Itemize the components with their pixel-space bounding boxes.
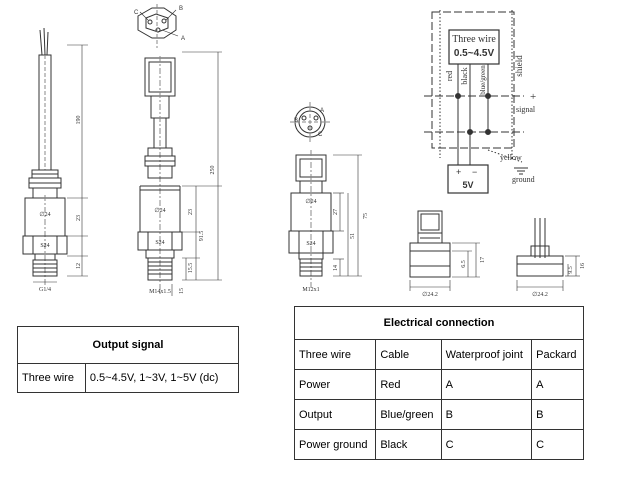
sensor-a-body-diameter: ∅24 bbox=[39, 211, 50, 218]
supply-minus: − bbox=[472, 167, 477, 177]
header-packard: Packard bbox=[531, 339, 584, 370]
electrical-connection-title: Electrical connection bbox=[294, 306, 584, 340]
wiring-title-line1: Three wire bbox=[452, 34, 496, 45]
sensor-b-hex-label: S24 bbox=[155, 240, 164, 246]
table-header-row: Three wire Cable Waterproof joint Packar… bbox=[293, 339, 584, 370]
wiring-diagram bbox=[424, 10, 528, 194]
sensor-b-dim-total: 250 bbox=[210, 166, 216, 175]
wire-label-blue-green: blue/green bbox=[479, 65, 487, 95]
sensor-b-pin-b: B bbox=[179, 6, 183, 12]
table-row: Power ground Black C C bbox=[293, 429, 584, 460]
supply-voltage: 5V bbox=[462, 180, 473, 190]
output-signal-table: Output signal Three wire 0.5~4.5V, 1~3V,… bbox=[17, 326, 240, 393]
sensor-b-dim-hex: 23 bbox=[188, 209, 194, 215]
table-row: Output Blue/green B B bbox=[293, 399, 584, 430]
sensor-a-dim-hex: 23 bbox=[76, 215, 82, 221]
cell-waterproof: A bbox=[440, 369, 533, 400]
wire-label-red: red bbox=[445, 71, 454, 81]
sensor-c-drawing bbox=[288, 102, 362, 290]
table-row: Power Red A A bbox=[293, 369, 584, 400]
cell-function: Output bbox=[293, 399, 377, 430]
signal-plus: + bbox=[530, 91, 536, 103]
ground-label: ground bbox=[512, 175, 535, 184]
electrical-connection-table: Electrical connection Three wire Cable W… bbox=[293, 306, 584, 460]
cell-cable: Red bbox=[375, 369, 442, 400]
packard-dim-h2: 17 bbox=[480, 257, 486, 263]
supply-plus: + bbox=[456, 167, 461, 177]
cable-dim-h2: 16 bbox=[580, 263, 586, 269]
sensor-c-hex-label: S24 bbox=[306, 241, 315, 247]
table-row: Three wire 0.5~4.5V, 1~3V, 1~5V (dc) bbox=[17, 363, 240, 393]
sensor-c-dim-body: 51 bbox=[350, 233, 356, 239]
cell-function: Power bbox=[293, 369, 377, 400]
sensor-c-dim-total: 75 bbox=[363, 213, 369, 219]
cell-waterproof: B bbox=[440, 399, 533, 430]
wire-label-black: black bbox=[460, 67, 469, 84]
sensor-c-pin-c: C bbox=[318, 132, 323, 138]
cable-dim-h1: 9.5 bbox=[568, 266, 574, 274]
header-waterproof-joint: Waterproof joint bbox=[440, 339, 533, 370]
cell-packard: A bbox=[531, 369, 584, 400]
cell-cable: Black bbox=[375, 429, 442, 460]
sensor-b-dim-small: 15 bbox=[179, 288, 185, 294]
header-cable: Cable bbox=[375, 339, 442, 370]
sensor-a-thread-label: G1/4 bbox=[39, 287, 51, 293]
sensor-b-pin-a: A bbox=[181, 36, 185, 42]
cell-cable: Blue/green bbox=[375, 399, 442, 430]
sensor-c-dim-upper: 27 bbox=[333, 209, 339, 215]
output-row-value: 0.5~4.5V, 1~3V, 1~5V (dc) bbox=[84, 363, 240, 393]
sensor-b-dim-body: 91.5 bbox=[199, 231, 205, 242]
cell-packard: C bbox=[531, 429, 584, 460]
cable-side-view bbox=[516, 218, 580, 291]
sensor-b-drawing bbox=[137, 4, 222, 296]
wire-label-shield: shield bbox=[514, 55, 524, 77]
packard-dim-h1: 6.5 bbox=[461, 260, 467, 268]
sensor-b-body-diameter: ∅24 bbox=[154, 207, 165, 214]
sensor-a-dim-length: 190 bbox=[76, 116, 82, 125]
sensor-a-hex-label: S24 bbox=[40, 243, 49, 249]
signal-label: signal bbox=[516, 105, 536, 114]
sensor-b-thread-label: M14x1.5 bbox=[149, 289, 171, 295]
sensor-c-dim-thread: 14 bbox=[333, 265, 339, 271]
sensor-b-pin-c: C bbox=[134, 10, 139, 16]
sensor-c-body-diameter: ∅24 bbox=[305, 198, 316, 205]
packard-side-view bbox=[409, 210, 480, 291]
cable-diameter: ∅24.2 bbox=[532, 291, 548, 298]
yellow-label: yellow bbox=[500, 153, 522, 162]
sensor-c-thread-label: M12x1 bbox=[302, 287, 319, 293]
sensor-a-dim-thread: 12 bbox=[76, 263, 82, 269]
cell-waterproof: C bbox=[440, 429, 533, 460]
packard-diameter: ∅24.2 bbox=[422, 291, 438, 298]
sensor-b-dim-thread: 15.5 bbox=[188, 263, 194, 274]
technical-drawing: 190 23 12 ∅24 S24 G1/4 C B A 250 91.5 23… bbox=[22, 4, 586, 298]
wiring-title-line2: 0.5~4.5V bbox=[454, 48, 495, 59]
sensor-c-pin-b: B bbox=[294, 118, 298, 124]
output-row-label: Three wire bbox=[17, 363, 86, 393]
sensor-a-drawing bbox=[22, 27, 88, 285]
sensor-c-pin-a: A bbox=[320, 108, 324, 114]
output-signal-title: Output signal bbox=[17, 326, 239, 364]
header-three-wire: Three wire bbox=[293, 339, 377, 370]
cell-function: Power ground bbox=[293, 429, 377, 460]
cell-packard: B bbox=[531, 399, 584, 430]
